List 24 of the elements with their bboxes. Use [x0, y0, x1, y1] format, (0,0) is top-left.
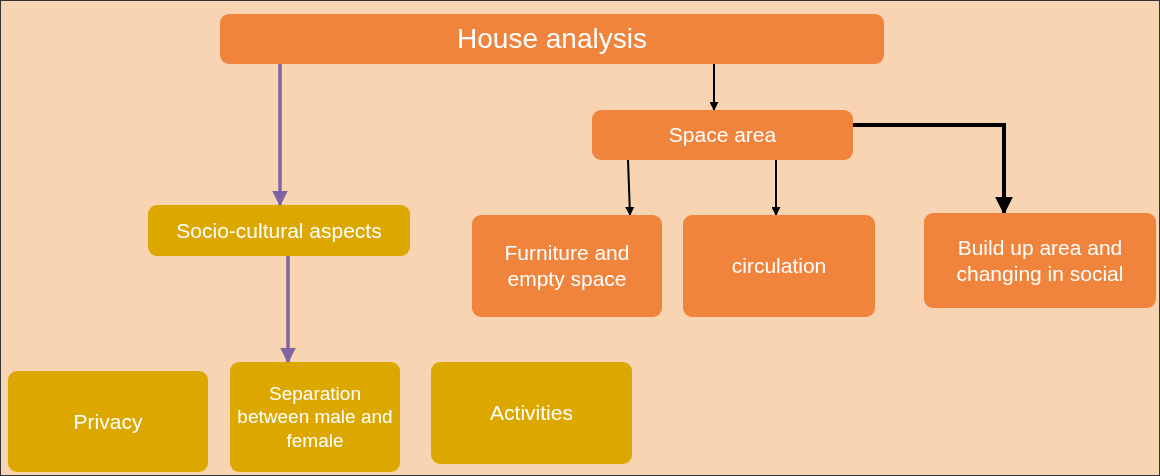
arrow: [853, 123, 1013, 215]
process-box: [472, 215, 662, 317]
node-label: Activities: [490, 400, 573, 426]
node-label: Separation between male and female: [236, 382, 394, 452]
node-label: Build up area and changing in social: [955, 234, 1125, 287]
process-box: [592, 110, 853, 160]
process-box: [148, 205, 410, 256]
arrow: [771, 159, 781, 216]
node-label: Furniture and empty space: [503, 240, 631, 292]
arrow: [272, 64, 288, 207]
process-box: [8, 371, 208, 472]
process-box: [683, 215, 875, 317]
node-label: Socio-cultural aspects: [176, 217, 382, 244]
arrow: [709, 63, 719, 111]
process-box: [924, 213, 1156, 308]
process-box: [431, 362, 632, 464]
process-box: [230, 362, 400, 472]
arrow: [280, 256, 296, 364]
arrow: [625, 159, 635, 216]
node-label: Space area: [668, 122, 777, 148]
process-box: [220, 14, 884, 64]
node-label: Privacy: [73, 408, 143, 435]
node-label: circulation: [731, 253, 827, 279]
node-label: House analysis: [457, 21, 647, 56]
